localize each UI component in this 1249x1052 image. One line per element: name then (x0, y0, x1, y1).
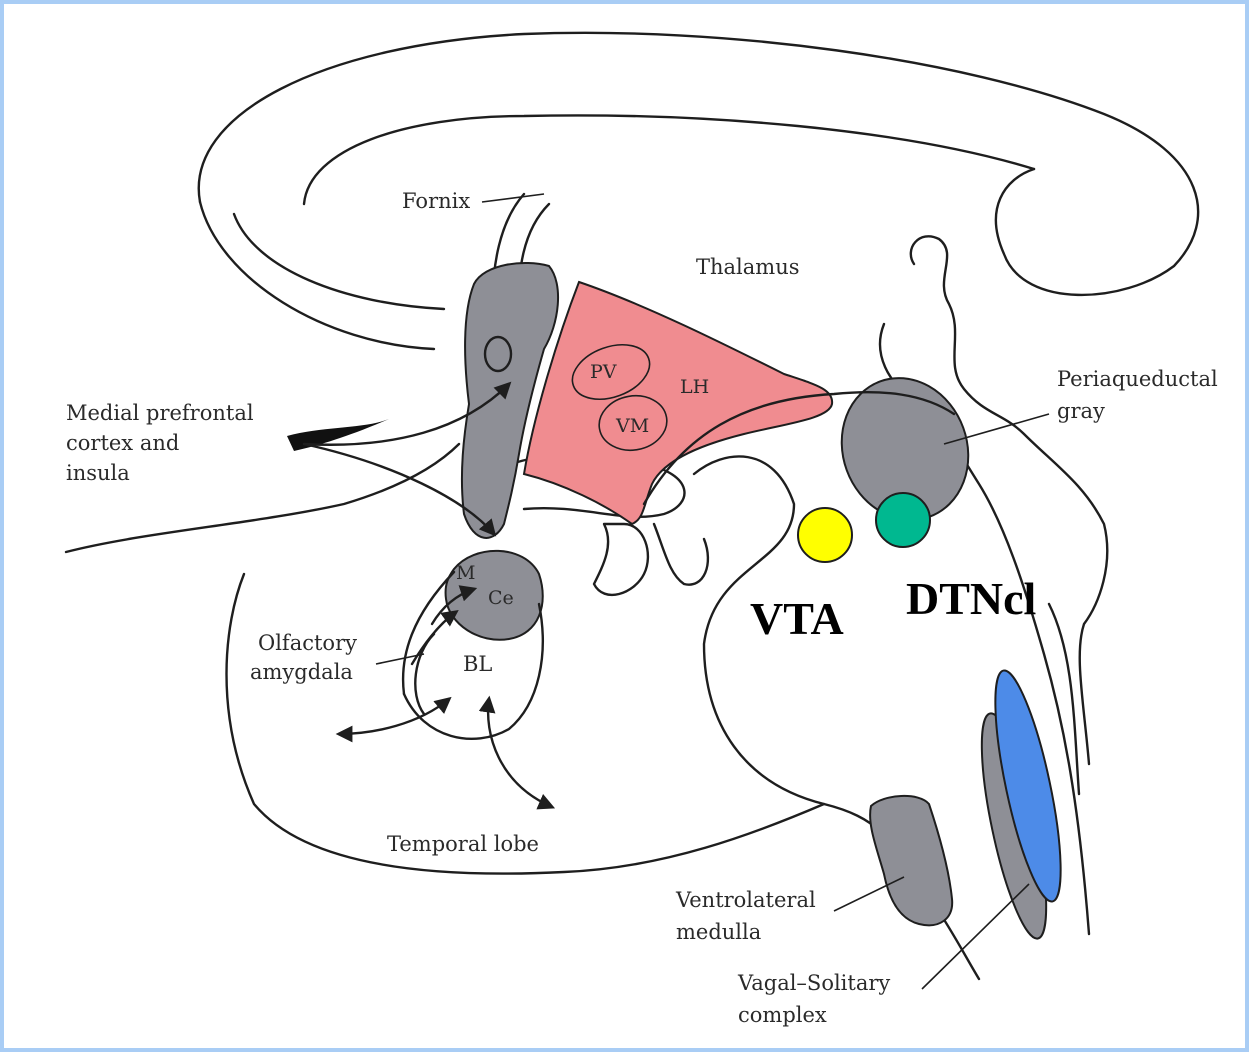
olfactory-label-line2: amygdala (250, 660, 353, 684)
m-label: M (456, 562, 475, 584)
vagal-label-line2: complex (738, 1003, 827, 1027)
mpfc-label-line3: insula (66, 461, 130, 485)
mpfc-label-line2: cortex and (66, 431, 179, 455)
optic-chiasm (594, 524, 648, 595)
fornix-label: Fornix (402, 189, 470, 213)
vm-label: VM (615, 415, 649, 437)
fornix-leader (482, 194, 544, 202)
temporal-lobe-label: Temporal lobe (387, 832, 539, 856)
dtncl-marker (876, 493, 930, 547)
vta-marker (798, 508, 852, 562)
temporal-arrow (488, 699, 552, 807)
ce-label: Ce (488, 587, 514, 609)
brain-diagram: Fornix Thalamus PV LH VM Periaqueductal … (4, 4, 1245, 1048)
cerebellum-outline (1049, 604, 1079, 794)
thalamus-label: Thalamus (696, 255, 800, 279)
lh-label: LH (680, 376, 709, 398)
dtncl-label: DTNcl (906, 573, 1036, 624)
pv-label: PV (590, 361, 617, 383)
vlm-label-line1: Ventrolateral (675, 888, 816, 912)
callosum-inner (234, 214, 444, 309)
olfactory-label-line1: Olfactory (258, 631, 357, 655)
vlm-label-line2: medulla (676, 920, 761, 944)
ventrolateral-medulla-region (870, 796, 952, 925)
pag-label-line1: Periaqueductal (1057, 367, 1218, 391)
pag-label-line2: gray (1057, 399, 1105, 423)
bl-label: BL (463, 652, 492, 676)
vta-label: VTA (750, 593, 844, 644)
pituitary (654, 524, 708, 585)
mpfc-wedge (287, 419, 389, 451)
vagal-label-line1: Vagal–Solitary (737, 971, 890, 995)
mpfc-label-line1: Medial prefrontal (66, 401, 254, 425)
olfactory-leader (376, 654, 424, 664)
